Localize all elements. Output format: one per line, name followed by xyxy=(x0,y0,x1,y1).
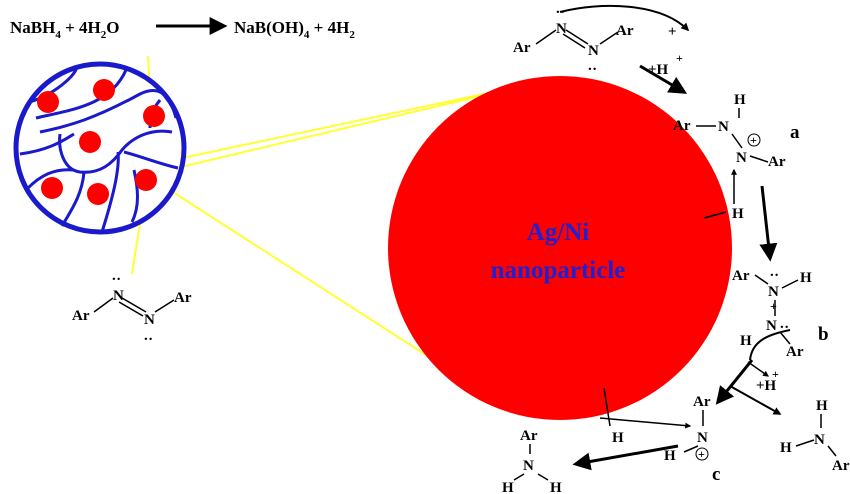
svg-text:H: H xyxy=(800,270,812,286)
svg-text:N: N xyxy=(697,430,708,446)
arrow-to-amine-right xyxy=(729,385,782,415)
svg-text:..: .. xyxy=(780,316,790,332)
svg-text:..: .. xyxy=(556,1,566,17)
svg-text:H: H xyxy=(732,206,744,222)
svg-text:Ar: Ar xyxy=(768,154,786,170)
arrow-to-b xyxy=(759,185,778,262)
svg-text:N: N xyxy=(556,21,567,37)
svg-text:..: .. xyxy=(588,58,598,74)
svg-text:H: H xyxy=(740,333,752,349)
azo-molecule-top: .. N Ar N .. Ar xyxy=(513,1,690,74)
svg-text:N: N xyxy=(718,119,729,135)
svg-text:+: + xyxy=(698,447,705,461)
svg-text:N: N xyxy=(814,432,825,448)
arrow-to-a xyxy=(639,64,688,94)
svg-text:..: .. xyxy=(770,264,780,280)
svg-text:Ar: Ar xyxy=(693,394,711,410)
svg-text:H: H xyxy=(780,440,792,456)
svg-text:N: N xyxy=(736,150,747,166)
nanoparticle-circle xyxy=(388,76,732,420)
svg-text:Ar: Ar xyxy=(673,118,691,134)
intermediate-c: Ar N H + c xyxy=(664,394,720,485)
svg-text:Ar: Ar xyxy=(786,344,804,360)
svg-text:H: H xyxy=(816,398,828,414)
svg-text:..: .. xyxy=(112,268,122,284)
composite-sphere xyxy=(13,61,187,235)
intermediate-a: H Ar N + N Ar a xyxy=(673,92,800,170)
step-label-c: c xyxy=(712,464,720,485)
svg-text:Ar: Ar xyxy=(832,458,850,474)
svg-text:+: + xyxy=(750,133,757,147)
arrow-to-c xyxy=(715,359,754,405)
svg-text:N: N xyxy=(766,318,777,334)
arrow-to-amine-left xyxy=(572,444,679,471)
svg-text:N: N xyxy=(768,284,779,300)
bond-cleavage-curve xyxy=(749,329,791,361)
curved-electron-arrow xyxy=(559,5,690,32)
step-label-a: a xyxy=(790,122,800,143)
surface-hydride-2: H xyxy=(599,387,692,446)
svg-text:Ar: Ar xyxy=(732,268,750,284)
svg-text:+: + xyxy=(772,367,779,381)
reduction-equation: NaBH4 + 4H2O NaB(OH)4 + 4H2 xyxy=(10,17,355,41)
svg-text:NaBH4 + 4H2O: NaBH4 + 4H2O xyxy=(10,18,120,41)
svg-text:+: + xyxy=(770,299,777,313)
step-label-b: b xyxy=(818,324,829,345)
svg-text:NaB(OH)4 + 4H2: NaB(OH)4 + 4H2 xyxy=(234,18,355,41)
svg-text:H: H xyxy=(550,480,562,494)
nanoparticle-label-line1: Ag/Ni xyxy=(527,219,590,246)
amine-product-right: H N H Ar xyxy=(780,398,850,474)
svg-text:N: N xyxy=(113,288,124,304)
nanoparticle-label-line2: nanoparticle xyxy=(491,257,626,284)
proton-charge-1: + xyxy=(668,24,677,40)
amine-product-left: Ar N H H xyxy=(502,428,562,494)
svg-text:+: + xyxy=(676,51,683,65)
svg-text:H: H xyxy=(502,480,514,494)
svg-text:Ar: Ar xyxy=(616,23,634,39)
intermediate-b: Ar .. N H + N .. H Ar b xyxy=(732,264,829,361)
svg-text:..: .. xyxy=(144,328,154,344)
svg-text:Ar: Ar xyxy=(174,290,192,306)
svg-text:H: H xyxy=(734,92,746,108)
surface-hydride-1: H xyxy=(703,168,744,222)
svg-text:H: H xyxy=(612,430,624,446)
svg-text:N: N xyxy=(588,43,599,59)
azo-molecule-free: .. N Ar N .. Ar xyxy=(72,268,192,344)
svg-text:H: H xyxy=(664,448,676,464)
svg-text:N: N xyxy=(523,458,534,474)
svg-text:N: N xyxy=(144,312,155,328)
svg-text:Ar: Ar xyxy=(520,428,538,444)
svg-text:Ar: Ar xyxy=(72,308,90,324)
svg-text:Ar: Ar xyxy=(513,40,531,56)
protonation-label-2: +H xyxy=(756,378,777,394)
